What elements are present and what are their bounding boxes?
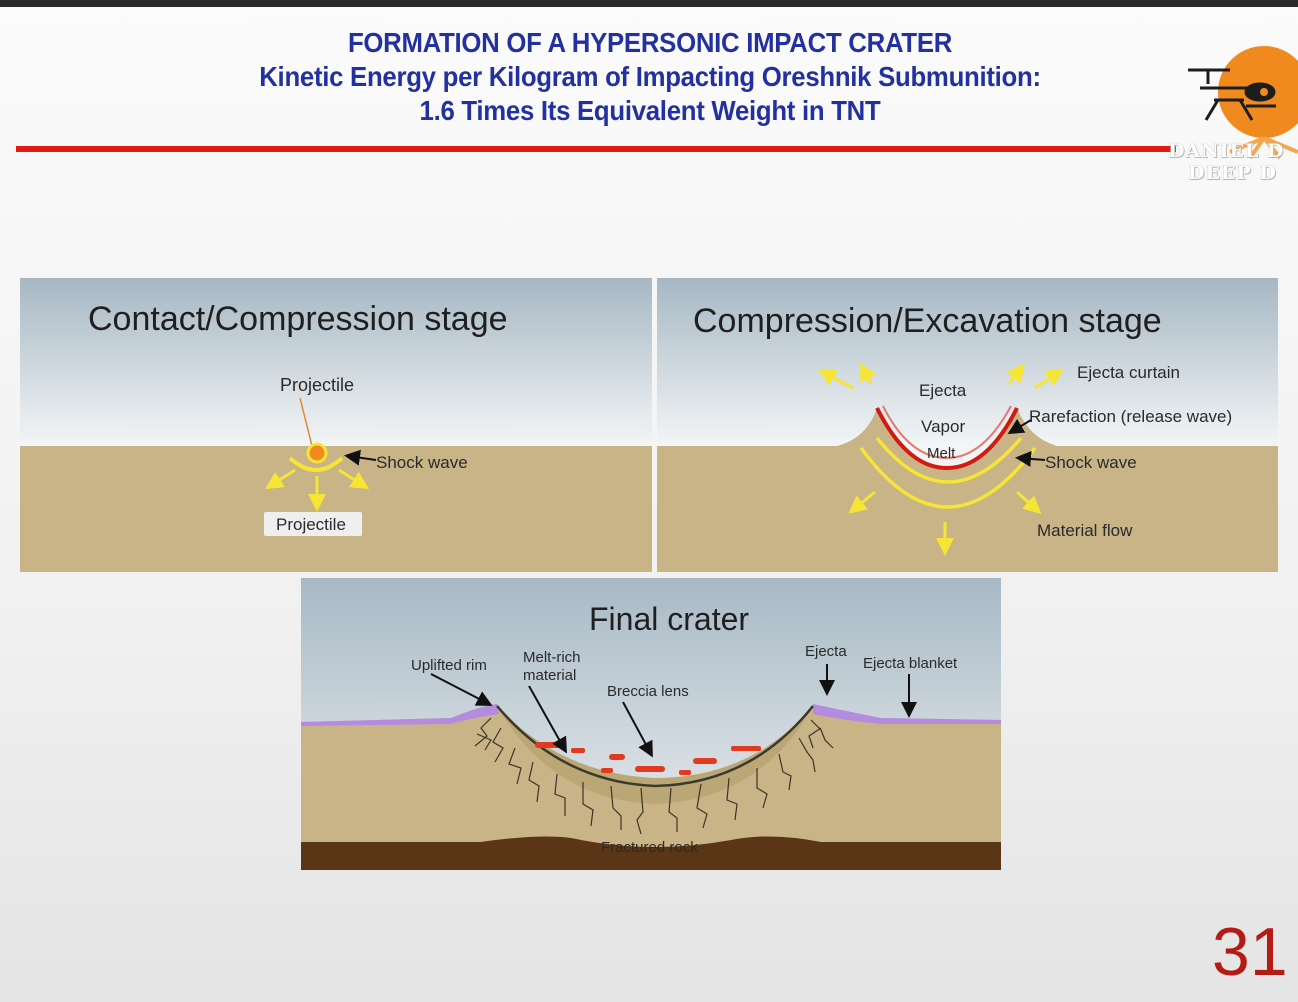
title-line-1: FORMATION OF A HYPERSONIC IMPACT CRATER	[347, 27, 953, 58]
title-line-3: 1.6 Times Its Equivalent Weight in TNT	[419, 95, 881, 126]
label-projectile-bottom: Projectile	[276, 515, 346, 534]
label-ejecta: Ejecta	[805, 643, 847, 660]
panel-compression-excavation: Compression/Excavation stage Ejecta Vapo…	[657, 278, 1278, 572]
label-melt-rich-1: Melt-rich	[523, 649, 581, 666]
projectile-icon	[306, 442, 328, 464]
slide-number: 31	[1212, 914, 1288, 990]
stage-title: Final crater	[589, 601, 749, 637]
label-fractured-rock: Fractured rock	[601, 839, 698, 856]
stage-title: Contact/Compression stage	[88, 300, 508, 338]
title-rule	[16, 146, 1176, 152]
label-projectile-top: Projectile	[280, 375, 354, 395]
label-melt-rich-2: material	[523, 667, 576, 684]
logo-text-1: DANIEL D	[1168, 140, 1285, 162]
label-shock-wave: Shock wave	[376, 453, 468, 472]
label-ejecta-curtain: Ejecta curtain	[1077, 363, 1180, 382]
label-ejecta-blanket: Ejecta blanket	[863, 655, 958, 672]
label-melt: Melt	[927, 445, 956, 462]
panel-final-crater: Final crater Uplifted rim Melt-rich mate…	[301, 578, 1001, 870]
label-vapor: Vapor	[921, 417, 965, 436]
logo-text-2: DEEP D	[1188, 162, 1277, 184]
stage-title: Compression/Excavation stage	[693, 302, 1162, 340]
top-border	[0, 0, 1298, 7]
title-line-2: Kinetic Energy per Kilogram of Impacting…	[259, 61, 1041, 92]
label-breccia-lens: Breccia lens	[607, 683, 689, 700]
label-shock-wave: Shock wave	[1045, 453, 1137, 472]
panel-contact-compression: Contact/Compression stage Projectile Sho…	[20, 278, 652, 572]
label-material-flow: Material flow	[1037, 521, 1133, 540]
drone-sun-logo-icon: DANIEL D DEEP D	[1160, 40, 1298, 190]
label-uplifted-rim: Uplifted rim	[411, 657, 487, 674]
label-ejecta: Ejecta	[919, 381, 967, 400]
slide-title: FORMATION OF A HYPERSONIC IMPACT CRATER …	[100, 26, 1200, 128]
label-rarefaction: Rarefaction (release wave)	[1029, 407, 1232, 426]
